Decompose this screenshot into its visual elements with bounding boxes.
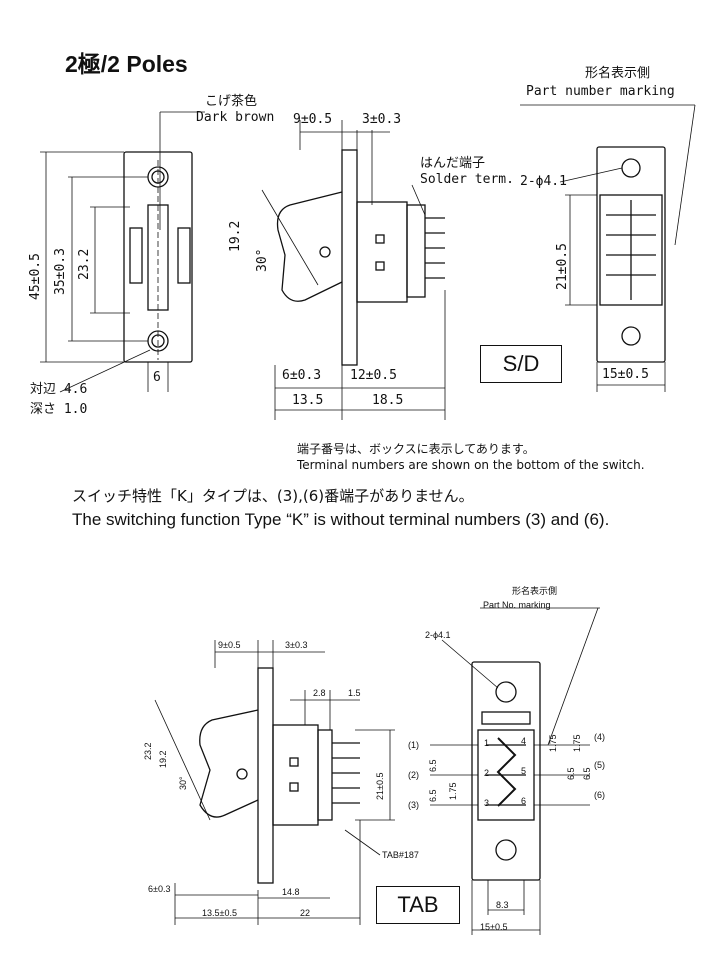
bottom-dim-8-3: 8.3 — [496, 900, 509, 910]
top-front-view — [40, 111, 205, 393]
part-no-marking-jp: 形名表示側 — [512, 586, 558, 596]
spacing-6-5-right-b: 6.5 — [582, 767, 592, 780]
k-type-note-en: The switching function Type “K” is witho… — [72, 510, 610, 529]
top-side-view — [261, 120, 446, 420]
sd-badge: S/D — [480, 345, 562, 383]
top-dim-13: 13.5 — [292, 393, 324, 408]
bottom-dim-13-5: 13.5±0.5 — [202, 908, 237, 918]
bottom-dim-9: 9±0.5 — [218, 640, 241, 650]
top-dim-6: 6±0.3 — [282, 368, 322, 383]
top-dim-18: 18.5 — [372, 393, 404, 408]
dark-brown-jp-label: こげ茶色 — [205, 94, 258, 109]
bottom-dim-19: 19.2 — [158, 750, 168, 768]
bottom-dim-14-8: 14.8 — [282, 887, 300, 897]
top-dim-3: 3±0.3 — [362, 112, 402, 127]
part-number-marking-en: Part number marking — [526, 84, 675, 99]
tab-badge: TAB — [376, 886, 460, 924]
terminal-num-3: 3 — [484, 798, 490, 808]
top-dim-9: 9±0.5 — [293, 112, 333, 127]
terminal-1-label: (1) — [408, 740, 419, 750]
bottom-dim-21: 21±0.5 — [375, 772, 385, 800]
part-no-marking-en: Part No. marking — [483, 600, 551, 610]
across-flats-label: 対辺 4.6 — [30, 382, 88, 397]
bottom-dim-15: 15±0.5 — [480, 922, 508, 932]
bottom-dim-1-5: 1.5 — [348, 688, 361, 698]
terminal-note-jp: 端子番号は、ボックスに表示してあります。 — [297, 442, 535, 456]
solder-jp-label: はんだ端子 — [420, 156, 486, 171]
top-dim-45: 45±0.5 — [28, 253, 43, 300]
top-dim-6b: 6 — [153, 370, 161, 385]
depth-label: 深さ 1.0 — [30, 402, 88, 417]
top-dim-30: 30° — [255, 248, 270, 272]
top-right-view — [520, 104, 696, 392]
spacing-1-75-right-a: 1.75 — [548, 734, 558, 752]
spacing-6-5-left-a: 6.5 — [428, 759, 438, 772]
spacing-1-75-left: 1.75 — [448, 782, 458, 800]
terminal-num-6: 6 — [521, 796, 527, 806]
top-dim-19: 19.2 — [228, 220, 243, 252]
top-dim-12: 12±0.5 — [350, 368, 397, 383]
top-dim-23: 23.2 — [77, 248, 92, 280]
terminal-4-label: (4) — [594, 732, 605, 742]
bottom-hole-dim: 2-ϕ4.1 — [425, 630, 451, 640]
solder-en-label: Solder term. — [420, 172, 514, 187]
bottom-dim-22: 22 — [300, 908, 311, 918]
bottom-dim-30: 30° — [178, 776, 188, 790]
tab187-label: TAB#187 — [382, 850, 419, 860]
bottom-right-view — [430, 607, 600, 935]
bottom-dim-2-8: 2.8 — [313, 688, 326, 698]
terminal-5-label: (5) — [594, 760, 605, 770]
dark-brown-en-label: Dark brown — [196, 110, 275, 125]
top-dim-35: 35±0.3 — [53, 248, 68, 295]
spacing-6-5-right-a: 6.5 — [566, 767, 576, 780]
bottom-dim-6: 6±0.3 — [148, 884, 171, 894]
bottom-dim-23: 23.2 — [143, 742, 153, 760]
terminal-num-4: 4 — [521, 736, 527, 746]
top-dim-15: 15±0.5 — [602, 367, 649, 382]
terminal-num-2: 2 — [484, 768, 490, 778]
spacing-6-5-left-b: 6.5 — [428, 789, 438, 802]
terminal-note-en: Terminal numbers are shown on the bottom… — [297, 458, 645, 472]
bottom-dim-3: 3±0.3 — [285, 640, 308, 650]
k-type-note-jp: スイッチ特性「K」タイプは、(3),(6)番端子がありません。 — [72, 487, 474, 505]
terminal-num-1: 1 — [484, 738, 490, 748]
terminal-3-label: (3) — [408, 800, 419, 810]
terminal-6-label: (6) — [594, 790, 605, 800]
part-number-marking-jp: 形名表示側 — [585, 66, 651, 81]
terminal-2-label: (2) — [408, 770, 419, 780]
top-dim-21: 21±0.5 — [555, 243, 570, 290]
page-title: 2極/2 Poles — [65, 51, 188, 77]
spacing-1-75-right-b: 1.75 — [572, 734, 582, 752]
top-hole-dim: 2-ϕ4.1 — [520, 174, 567, 189]
bottom-side-view — [154, 640, 395, 925]
terminal-num-5: 5 — [521, 766, 527, 776]
